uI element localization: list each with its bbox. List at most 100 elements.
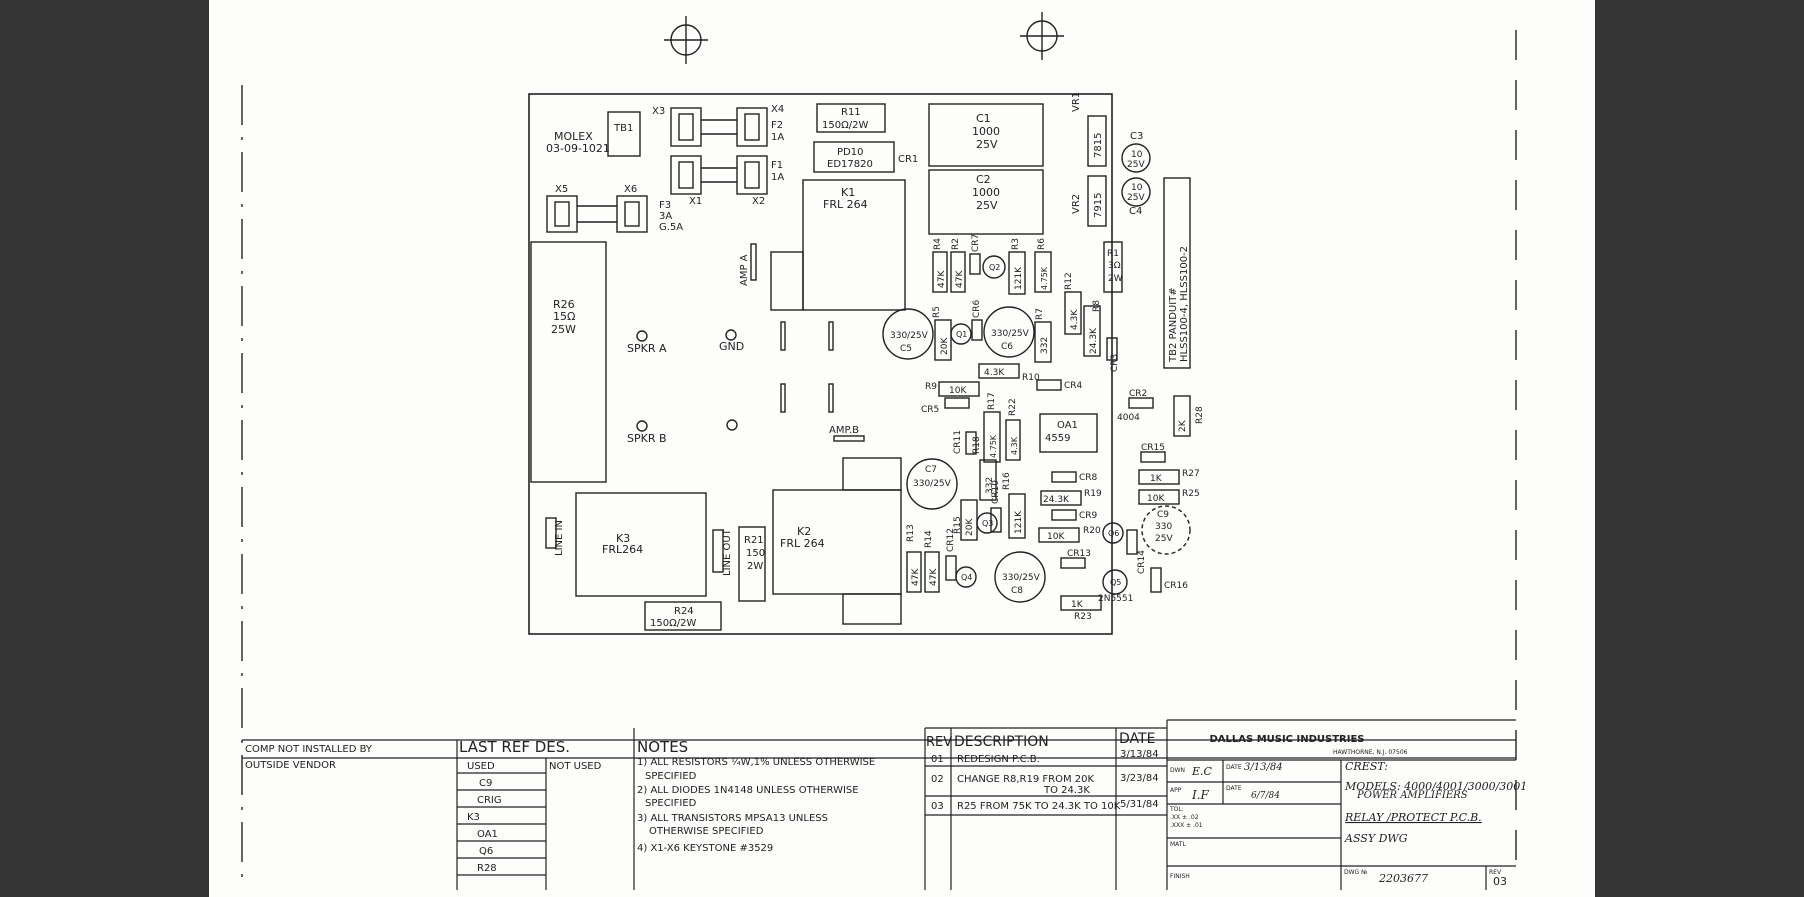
r21-label: R21 xyxy=(744,535,764,546)
r7-label: R7 xyxy=(1035,308,1045,320)
c9-voltage: 25V xyxy=(1155,534,1173,544)
r23-value: 1K xyxy=(1071,600,1084,610)
r26-value: 15Ω xyxy=(553,310,575,323)
line-out-label: LINE OUT xyxy=(722,528,733,576)
company-address: HAWTHORNE, N.J. 07506 xyxy=(1333,749,1408,756)
pcb-outline xyxy=(528,93,1113,635)
tol-line-3: .XXX ± .01 xyxy=(1170,822,1203,829)
title-line-1: CREST: xyxy=(1345,760,1388,773)
resistor-r16 xyxy=(1008,493,1026,539)
resistor-r14 xyxy=(924,551,940,593)
cr16-label: CR16 xyxy=(1164,581,1188,591)
date2-label: DATE xyxy=(1226,785,1242,792)
vr1-part: 7815 xyxy=(1093,133,1104,158)
cr5-label: CR5 xyxy=(921,405,939,415)
note-1-cont: SPECIFIED xyxy=(645,771,697,782)
r19-label: R19 xyxy=(1084,489,1102,499)
f3-label: F3 xyxy=(659,200,671,211)
not-used-header: NOT USED xyxy=(549,761,602,772)
q6-label: Q6 xyxy=(1108,529,1119,538)
transistor-q5 xyxy=(1102,569,1128,595)
description-header: DESCRIPTION xyxy=(954,734,1049,750)
note-1: 1) ALL RESISTORS ¼W,1% UNLESS OTHERWISE xyxy=(637,756,875,768)
diode-cr5 xyxy=(944,397,970,409)
slot xyxy=(828,321,834,351)
line-in-connector xyxy=(545,517,557,549)
r21-value: 150 xyxy=(746,548,765,559)
capacitor-c6 xyxy=(983,306,1035,358)
r9-label: R9 xyxy=(925,382,937,392)
r24-value: 150Ω/2W xyxy=(650,618,696,629)
r18-label: R18 xyxy=(972,436,982,454)
r8-label: R8 xyxy=(1092,300,1102,312)
diode-cr9 xyxy=(1051,509,1077,521)
c4-label: C4 xyxy=(1129,206,1142,217)
spkr-b-label: SPKR B xyxy=(627,432,667,445)
resistor-r26 xyxy=(530,241,607,483)
c5-value: 330/25V xyxy=(890,331,929,341)
q5-label: Q5 xyxy=(1110,578,1121,587)
r24-label: R24 xyxy=(674,606,694,617)
matl-label: MATL xyxy=(1170,841,1186,848)
notes-header: NOTES xyxy=(637,738,688,756)
comp-header-line2: OUTSIDE VENDOR xyxy=(245,760,336,771)
relay-k3 xyxy=(575,492,707,597)
transistor-q2 xyxy=(982,255,1006,279)
slot xyxy=(780,383,786,413)
r6-label: R6 xyxy=(1037,238,1047,250)
r1-value: 3Ω xyxy=(1108,261,1121,271)
c3-value: 10 xyxy=(1131,150,1143,160)
gnd-label: GND xyxy=(719,340,744,353)
resistor-r24 xyxy=(644,601,722,631)
r7-value: 332 xyxy=(1040,337,1050,354)
company-name: DALLAS MUSIC INDUSTRIES xyxy=(1209,734,1364,745)
rev-03-number: 03 xyxy=(931,801,944,812)
resistor-r9 xyxy=(938,381,980,397)
q3-label: Q3 xyxy=(982,519,993,528)
line-in-label: LINE IN xyxy=(554,520,565,556)
r4-value: 47K xyxy=(937,270,947,288)
cr2-part: 4004 xyxy=(1117,413,1140,423)
rev-01-date: 3/13/84 xyxy=(1120,749,1159,760)
r15-label: R15 xyxy=(953,516,963,534)
r10-value: 4.3K xyxy=(984,368,1005,378)
tb1-connector xyxy=(607,111,641,157)
resistor-r7 xyxy=(1034,321,1052,363)
diode-cr10 xyxy=(990,507,1002,533)
pcb-labels: MOLEX 03-09-1021 TB1 X3 X4 F2 1A F1 1A X… xyxy=(546,92,1205,629)
rev-02-description-cont: TO 24.3K xyxy=(1043,785,1090,796)
tb2-label: TB2 PANDUIT# xyxy=(1168,287,1179,363)
k2-label: K2 xyxy=(797,525,811,538)
r2-label: R2 xyxy=(951,238,961,250)
r23-label: R23 xyxy=(1074,612,1092,622)
k3-label: K3 xyxy=(616,532,630,545)
c2-label: C2 xyxy=(976,173,991,186)
terminal-block-tb2 xyxy=(1163,177,1191,369)
resistor-r27 xyxy=(1138,469,1180,485)
slot xyxy=(780,321,786,351)
r14-value: 47K xyxy=(929,568,939,586)
resistor-r10 xyxy=(978,363,1020,379)
cr13-label: CR13 xyxy=(1067,549,1091,559)
tol-line-2: .XX ± .02 xyxy=(1170,814,1199,821)
resistor-r2 xyxy=(950,251,966,293)
cr15-label: CR15 xyxy=(1141,443,1165,453)
note-3-cont: OTHERWISE SPECIFIED xyxy=(649,826,764,837)
registration-mark-right xyxy=(1020,12,1064,60)
c9-label: C9 xyxy=(1157,510,1169,520)
rev-01-description: REDESIGN P.C.B. xyxy=(957,754,1040,765)
cr3-label: CR3 xyxy=(1110,354,1120,372)
note-2-cont: SPECIFIED xyxy=(645,798,697,809)
used-row-2: K3 xyxy=(467,812,480,823)
finish-label: FINISH xyxy=(1170,873,1190,880)
r2-value: 47K xyxy=(955,270,965,288)
r18-value: 332 xyxy=(985,477,995,494)
tol-label: TOL: xyxy=(1169,806,1184,813)
rev-03-date: 5/31/84 xyxy=(1120,799,1159,810)
spkr-b-hole xyxy=(636,420,648,432)
r13-label: R13 xyxy=(906,524,916,542)
c2-voltage: 25V xyxy=(976,199,998,212)
c7-value: 330/25V xyxy=(913,479,952,489)
capacitor-c7 xyxy=(906,458,958,510)
capacitor-c9 xyxy=(1141,505,1191,555)
